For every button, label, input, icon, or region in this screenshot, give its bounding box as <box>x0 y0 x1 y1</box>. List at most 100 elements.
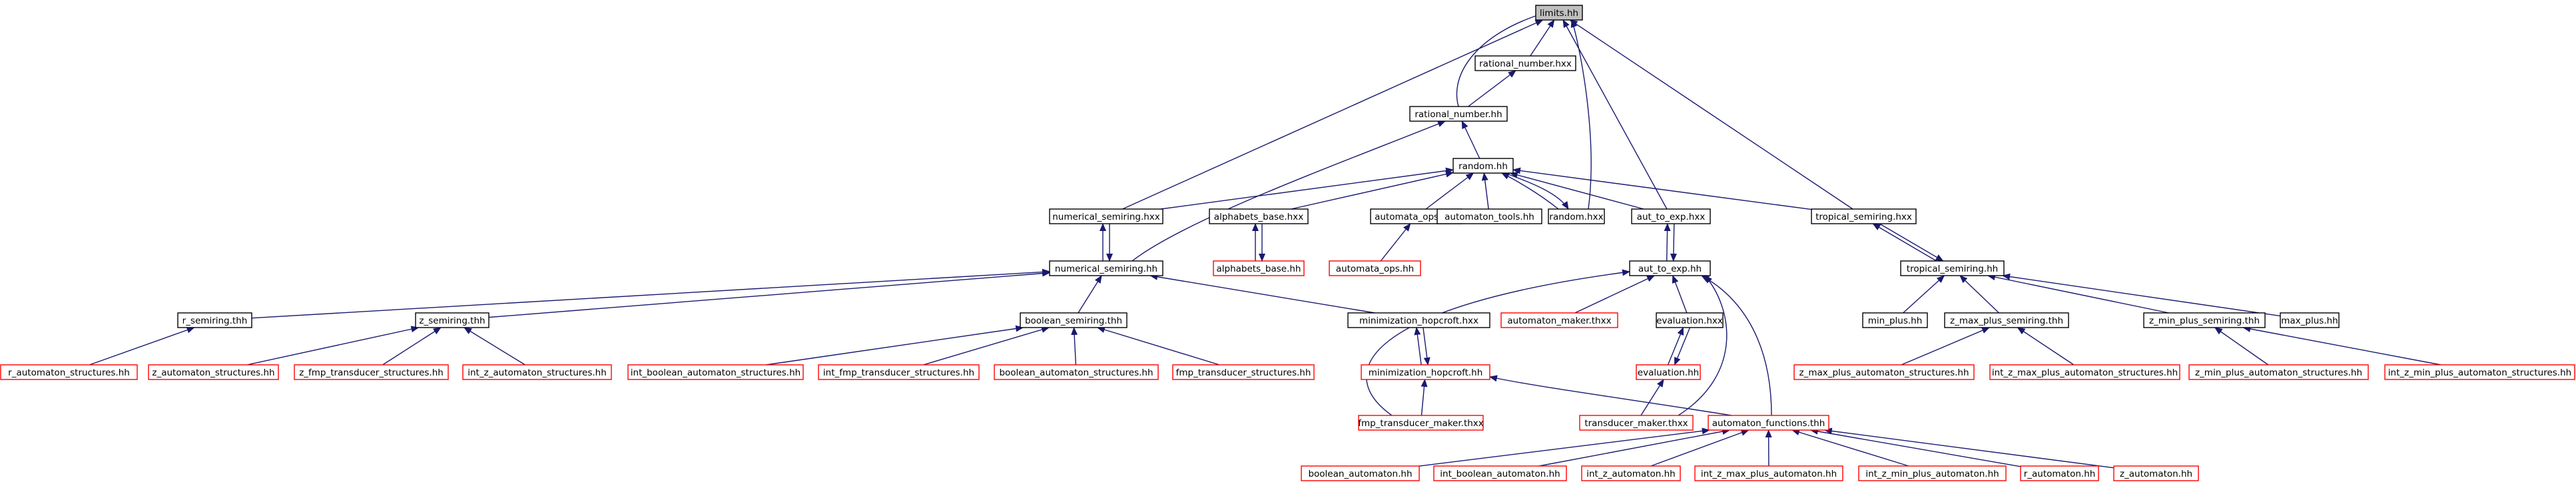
node-int-bool-aut-struct[interactable]: int_boolean_automaton_structures.hh <box>627 364 804 380</box>
node-random-hxx[interactable]: random.hxx <box>1548 208 1605 224</box>
edge-min_hop_hxx-to-numerical_hh <box>1149 273 1375 314</box>
node-box <box>177 312 252 328</box>
node-r-aut[interactable]: r_automaton.hh <box>2020 465 2099 481</box>
node-box <box>1172 364 1315 380</box>
edge-int_z_aut-to-aut_functions <box>1650 429 1750 467</box>
node-min-hop-hh[interactable]: minimization_hopcroft.hh <box>1361 364 1490 380</box>
node-z-aut[interactable]: z_automaton.hh <box>2113 465 2199 481</box>
node-bool-aut-struct[interactable]: boolean_automaton_structures.hh <box>994 364 1159 380</box>
node-r-semiring[interactable]: r_semiring.thh <box>177 312 252 328</box>
node-label: numerical_semiring.hxx <box>1052 212 1160 222</box>
node-int-bool-aut[interactable]: int_boolean_automaton.hh <box>1433 465 1567 481</box>
node-box <box>627 364 804 380</box>
edge-aut_functions-to-aut_to_exp_hh <box>1701 275 1772 416</box>
node-box <box>2143 312 2266 328</box>
node-z-max-plus[interactable]: z_max_plus_semiring.thh <box>1944 312 2069 328</box>
node-int-z-min-plus-aut[interactable]: int_z_min_plus_automaton.hh <box>1858 465 2007 481</box>
node-label: tropical_semiring.hh <box>1907 264 1998 274</box>
edge-alphabets_hxx-to-random_hh <box>1291 170 1454 210</box>
node-rational-hxx[interactable]: rational_number.hxx <box>1474 55 1576 71</box>
edge-z_semiring-to-numerical_hh <box>488 270 1050 318</box>
node-automata-ops-hh[interactable]: automata_ops.hh <box>1329 260 1421 276</box>
node-label: tropical_semiring.hxx <box>1815 212 1912 222</box>
node-int-fmp-struct[interactable]: int_fmp_transducer_structures.hh <box>818 364 980 380</box>
node-box <box>1858 465 2007 481</box>
edge-fmp_maker-to-min_hop_hh <box>1421 379 1428 416</box>
node-min-hop-hxx[interactable]: minimization_hopcroft.hxx <box>1347 312 1490 328</box>
node-random-hh[interactable]: random.hh <box>1452 158 1514 174</box>
node-label: boolean_automaton_structures.hh <box>999 368 1153 378</box>
edge-numerical_hh-to-rational_hh <box>1131 121 1446 262</box>
node-int-z-aut-struct[interactable]: int_z_automaton_structures.hh <box>462 364 612 380</box>
node-box <box>1579 415 1694 431</box>
node-tropical-hh[interactable]: tropical_semiring.hh <box>1900 260 2005 276</box>
node-limits[interactable]: limits.hh <box>1535 5 1583 21</box>
node-label: transducer_maker.thxx <box>1584 418 1688 429</box>
edge-int_bool_aut_struct-to-boolean_semiring <box>766 325 1024 366</box>
node-z-max-plus-struct[interactable]: z_max_plus_automaton_structures.hh <box>1793 364 1975 380</box>
node-box <box>1500 312 1618 328</box>
node-box <box>1862 312 1928 328</box>
edge-aut_to_exp_hh-to-aut_to_exp_hxx <box>1664 223 1671 262</box>
edge-automata_ops_hxx-to-random_hh <box>1425 172 1474 210</box>
node-evaluation-hxx[interactable]: evaluation.hxx <box>1656 312 1724 328</box>
node-numerical-hxx[interactable]: numerical_semiring.hxx <box>1049 208 1163 224</box>
node-label: aut_to_exp.hxx <box>1637 212 1706 222</box>
node-fmp-maker[interactable]: fmp_transducer_maker.thxx <box>1358 415 1484 431</box>
node-box <box>1452 158 1514 174</box>
node-numerical-hh[interactable]: numerical_semiring.hh <box>1049 260 1163 276</box>
node-evaluation-hh[interactable]: evaluation.hh <box>1636 364 1701 380</box>
node-box <box>1629 260 1711 276</box>
node-label: numerical_semiring.hh <box>1055 264 1157 274</box>
node-box <box>148 364 279 380</box>
edge-rational_hxx-to-limits <box>1530 19 1555 57</box>
node-z-fmp-struct[interactable]: z_fmp_transducer_structures.hh <box>294 364 449 380</box>
node-aut-functions[interactable]: automaton_functions.thh <box>1708 415 1829 431</box>
node-label: int_z_automaton.hh <box>1586 469 1676 479</box>
node-r-aut-struct[interactable]: r_automaton_structures.hh <box>0 364 138 380</box>
node-label: r_semiring.thh <box>182 316 248 326</box>
edge-aut_to_exp_hxx-to-random_hh <box>1509 172 1644 210</box>
node-int-z-aut[interactable]: int_z_automaton.hh <box>1581 465 1681 481</box>
node-z-min-plus-struct[interactable]: z_min_plus_automaton_structures.hh <box>2188 364 2369 380</box>
node-max-plus[interactable]: max_plus.hh <box>2280 312 2340 328</box>
node-label: z_min_plus_automaton_structures.hh <box>2195 368 2362 378</box>
edges-layer <box>89 12 2441 469</box>
node-box <box>1329 260 1421 276</box>
node-aut-to-exp-hxx[interactable]: aut_to_exp.hxx <box>1631 208 1711 224</box>
node-label: z_automaton_structures.hh <box>152 368 274 378</box>
edge-max_plus-to-tropical_hh <box>2002 273 2281 317</box>
node-z-aut-struct[interactable]: z_automaton_structures.hh <box>148 364 279 380</box>
node-box <box>1437 208 1542 224</box>
node-z-min-plus[interactable]: z_min_plus_semiring.thh <box>2143 312 2266 328</box>
node-rational-hh[interactable]: rational_number.hh <box>1409 106 1508 122</box>
node-automaton-tools[interactable]: automaton_tools.hh <box>1437 208 1542 224</box>
node-boolean-semiring[interactable]: boolean_semiring.thh <box>1020 312 1127 328</box>
node-fmp-struct[interactable]: fmp_transducer_structures.hh <box>1172 364 1315 380</box>
edge-rational_hh-to-limits <box>1456 12 1544 107</box>
node-label: z_semiring.thh <box>419 316 485 326</box>
edge-r_semiring-to-numerical_hh <box>251 268 1050 319</box>
node-box <box>1636 364 1701 380</box>
node-box <box>1944 312 2069 328</box>
node-transducer-maker[interactable]: transducer_maker.thxx <box>1579 415 1694 431</box>
node-box <box>1989 364 2180 380</box>
node-int-z-max-plus-struct[interactable]: int_z_max_plus_automaton_structures.hh <box>1989 364 2180 380</box>
node-int-z-min-plus-struct[interactable]: int_z_min_plus_automaton_structures.hh <box>2384 364 2575 380</box>
node-box <box>1581 465 1681 481</box>
node-z-semiring[interactable]: z_semiring.thh <box>415 312 489 328</box>
node-box <box>1301 465 1420 481</box>
node-aut-to-exp-hh[interactable]: aut_to_exp.hh <box>1629 260 1711 276</box>
node-automaton-maker[interactable]: automaton_maker.thxx <box>1500 312 1618 328</box>
node-box <box>294 364 449 380</box>
node-label: min_plus.hh <box>1868 316 1923 326</box>
node-min-plus[interactable]: min_plus.hh <box>1862 312 1928 328</box>
node-int-z-max-plus-aut[interactable]: int_z_max_plus_automaton.hh <box>1694 465 1843 481</box>
edge-z_max_plus-to-tropical_hh <box>1959 275 1999 314</box>
node-bool-aut[interactable]: boolean_automaton.hh <box>1301 465 1420 481</box>
node-alphabets-hh[interactable]: alphabets_base.hh <box>1213 260 1305 276</box>
edge-transducer_maker-to-evaluation_hh <box>1640 379 1664 416</box>
node-alphabets-hxx[interactable]: alphabets_base.hxx <box>1209 208 1309 224</box>
node-tropical-hxx[interactable]: tropical_semiring.hxx <box>1811 208 1917 224</box>
